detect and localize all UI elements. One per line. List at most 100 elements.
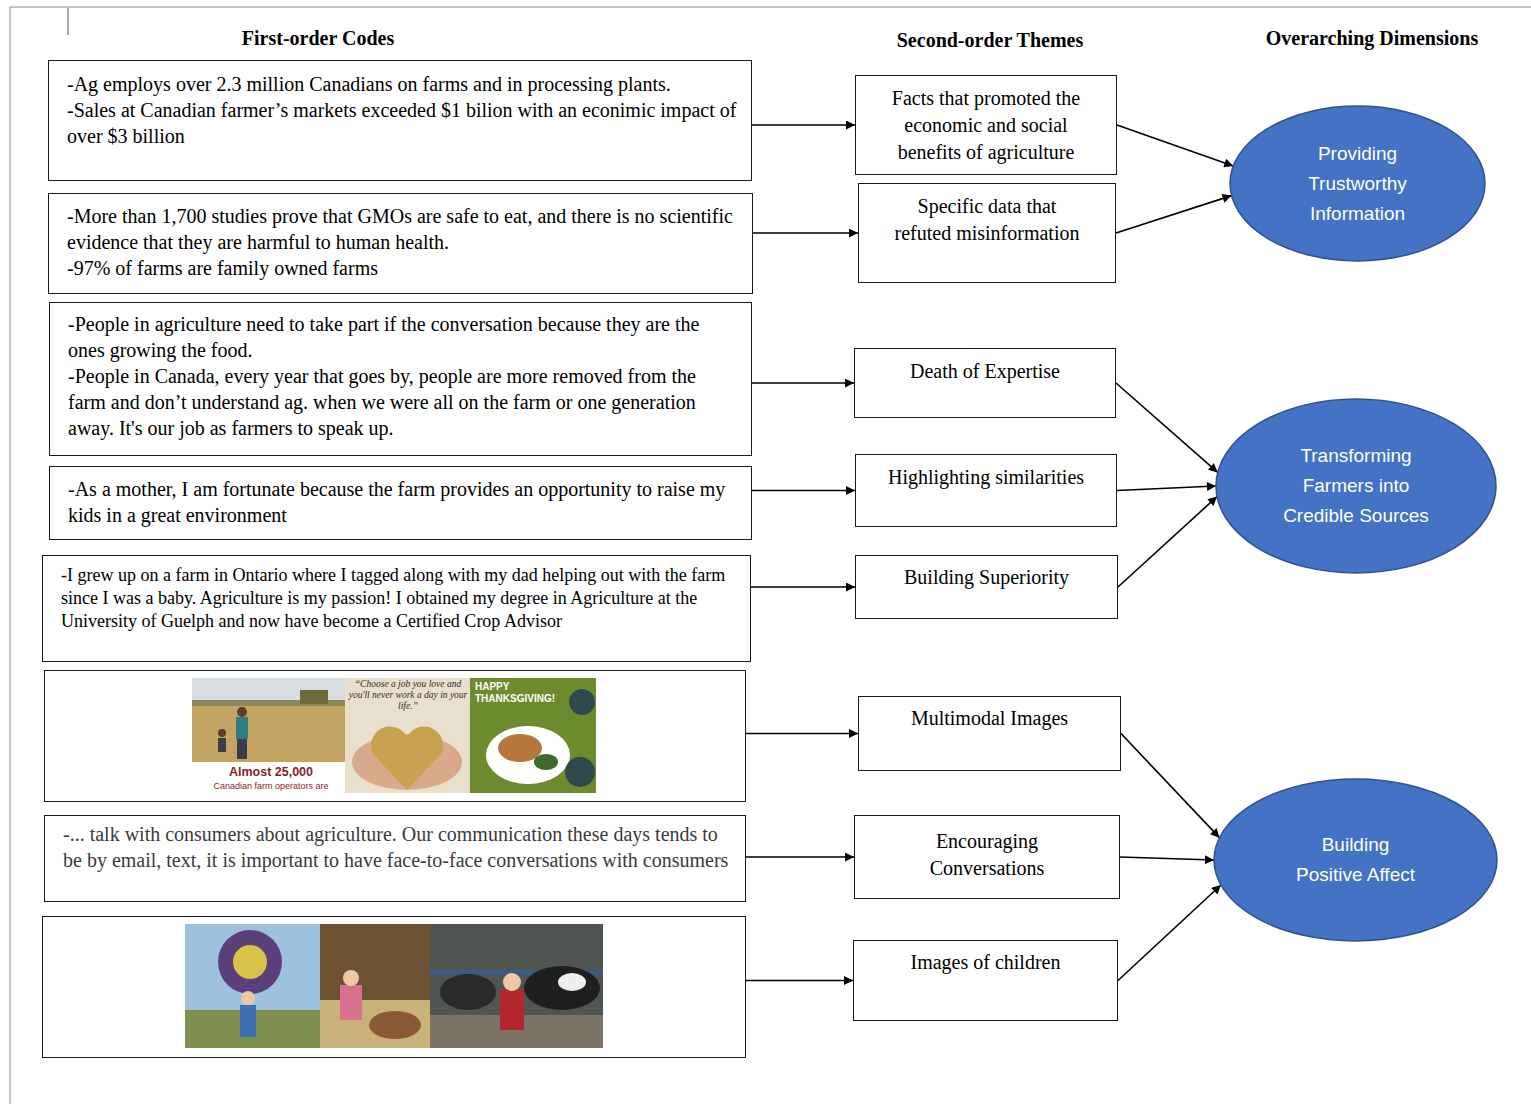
page-frame <box>10 7 1531 8</box>
photo-child <box>218 738 226 752</box>
photo-grain-heart <box>371 726 443 790</box>
flow-arrow <box>1117 486 1216 491</box>
flow-arrow <box>746 856 854 858</box>
photo-machine <box>233 945 267 979</box>
column-heading: First-order Codes <box>158 26 478 50</box>
flow-arrow <box>1118 497 1217 587</box>
page-frame <box>10 7 11 1104</box>
photo-greens <box>534 754 558 770</box>
flow-arrow <box>752 490 855 492</box>
theme-text: Facts that promoted the economic and soc… <box>879 85 1094 166</box>
code-box: -... talk with consumers about agricultu… <box>44 815 746 902</box>
flow-arrow <box>1117 125 1233 166</box>
code-box: -I grew up on a farm in Ontario where I … <box>42 555 751 662</box>
photo-turkey <box>498 734 542 762</box>
photo-background <box>470 678 596 793</box>
photo-plate <box>486 726 570 784</box>
photo-child <box>503 973 521 991</box>
theme-text: Specific data that refuted misinformatio… <box>887 193 1087 247</box>
image-box: Almost 25,000Canadian farm operators are… <box>44 670 746 802</box>
photo-child <box>500 990 524 1030</box>
column-heading: Overarching Dimensions <box>1236 26 1508 50</box>
image-caption: Almost 25,000 <box>195 765 347 780</box>
photo-child <box>218 729 226 737</box>
theme-text: Images of children <box>911 949 1061 976</box>
code-text: -Ag employs over 2.3 million Canadians o… <box>67 71 737 97</box>
photo-person <box>237 739 247 759</box>
dimension-ellipse-shape <box>1214 779 1497 941</box>
flow-arrow <box>751 586 855 588</box>
image-caption: “Choose a job you love and you'll never … <box>348 679 468 712</box>
code-text: -People in Canada, every year that goes … <box>68 363 737 441</box>
photo-person <box>236 717 248 739</box>
flow-arrow <box>746 980 853 982</box>
photo-barn <box>320 924 430 1048</box>
theme-box: Highlighting similarities <box>855 454 1117 527</box>
flow-arrow <box>1116 196 1232 233</box>
image-caption: HAPPY THANKSGIVING! <box>475 681 565 705</box>
dimension-ellipse: Providing Trustworthy Information <box>1229 105 1486 262</box>
flow-arrow <box>1121 734 1219 838</box>
image-box <box>42 916 746 1058</box>
photo-cow <box>524 966 600 1010</box>
dimension-text: Building Positive Affect <box>1292 830 1420 890</box>
cursor-mark <box>68 8 69 35</box>
photo-cow <box>558 973 586 991</box>
flow-arrow <box>752 382 854 384</box>
code-box: -As a mother, I am fortunate because the… <box>49 466 752 540</box>
theme-text: Multimodal Images <box>911 705 1068 732</box>
photo-machine <box>218 930 282 994</box>
image-caption: Canadian farm operators are <box>195 781 347 792</box>
dimension-ellipse-shape <box>1216 399 1496 573</box>
code-box: -More than 1,700 studies prove that GMOs… <box>48 193 753 294</box>
photo-person <box>237 707 247 717</box>
dimension-text: Transforming Farmers into Credible Sourc… <box>1279 441 1434 531</box>
code-text: -Sales at Canadian farmer’s markets exce… <box>67 97 737 149</box>
dimension-text: Providing Trustworthy Information <box>1293 139 1423 229</box>
ellipse-outline <box>1213 778 1498 942</box>
code-text: -97% of farms are family owned farms <box>67 255 738 281</box>
flow-arrow <box>746 733 858 735</box>
dimension-ellipse: Transforming Farmers into Credible Sourc… <box>1215 398 1497 574</box>
code-text: -I grew up on a farm in Ontario where I … <box>61 564 736 633</box>
dimension-ellipse: Building Positive Affect <box>1213 778 1498 942</box>
theme-box: Facts that promoted the economic and soc… <box>855 75 1117 175</box>
theme-box: Multimodal Images <box>858 696 1121 771</box>
code-text: -As a mother, I am fortunate because the… <box>68 476 737 528</box>
photo-combine <box>300 690 328 704</box>
photo-cow <box>440 974 496 1010</box>
theme-box: Death of Expertise <box>854 348 1116 418</box>
photo-hay <box>320 1000 430 1048</box>
theme-box: Building Superiority <box>855 555 1118 619</box>
flow-arrow <box>1120 857 1214 860</box>
photo-background <box>345 678 470 793</box>
photo-badge <box>565 757 595 787</box>
photo-child <box>343 970 359 986</box>
photo-child <box>241 991 255 1005</box>
code-text: -... talk with consumers about agricultu… <box>63 821 731 873</box>
code-text: -People in agriculture need to take part… <box>68 311 737 363</box>
photo-child <box>340 985 362 1020</box>
theme-text: Encouraging Conversations <box>902 828 1072 882</box>
code-text: -More than 1,700 studies prove that GMOs… <box>67 203 738 255</box>
flow-arrow <box>752 124 855 126</box>
photo-badge <box>569 689 595 715</box>
flow-arrow <box>1118 885 1221 980</box>
flow-arrow <box>1116 383 1218 472</box>
theme-box: Images of children <box>853 940 1118 1021</box>
flow-arrow <box>753 232 858 234</box>
theme-box: Specific data that refuted misinformatio… <box>858 183 1116 283</box>
code-box: -People in agriculture need to take part… <box>49 302 752 456</box>
theme-text: Building Superiority <box>904 564 1069 591</box>
photo-child <box>240 1005 256 1037</box>
theme-text: Highlighting similarities <box>888 464 1084 491</box>
code-box: -Ag employs over 2.3 million Canadians o… <box>48 60 752 181</box>
theme-text: Death of Expertise <box>910 358 1060 385</box>
theme-box: Encouraging Conversations <box>854 815 1120 899</box>
photo-calf <box>369 1011 421 1039</box>
column-heading: Second-order Themes <box>850 28 1130 52</box>
photo-field <box>192 700 345 762</box>
photo-barn <box>430 924 603 1048</box>
dimension-ellipse-shape <box>1230 106 1485 261</box>
photo-sky <box>185 924 320 1048</box>
